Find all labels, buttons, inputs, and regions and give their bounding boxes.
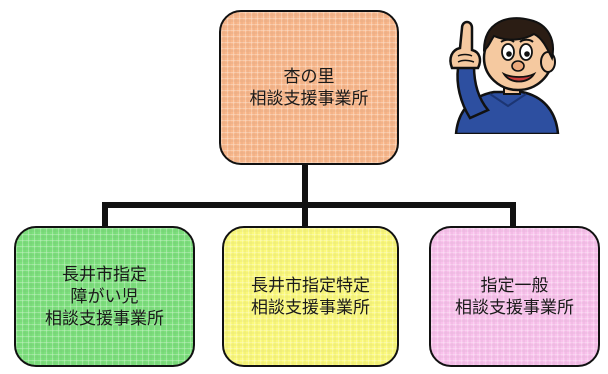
node-top-line-2: 相談支援事業所 — [249, 88, 369, 109]
node-middle-label: 長井市指定特定 相談支援事業所 — [245, 275, 376, 319]
connector-horizontal-bar — [102, 202, 516, 208]
node-left-line-3: 相談支援事業所 — [45, 308, 164, 329]
node-top-label: 杏の里 相談支援事業所 — [244, 66, 375, 110]
node-right-line-2: 相談支援事業所 — [455, 297, 574, 318]
node-left-label: 長井市指定 障がい児 相談支援事業所 — [39, 264, 170, 330]
node-right-line-1: 指定一般 — [480, 275, 549, 296]
node-left-line-1: 長井市指定 — [62, 264, 147, 285]
node-right-label: 指定一般 相談支援事業所 — [449, 275, 580, 319]
node-right-general-support: 指定一般 相談支援事業所 — [429, 226, 600, 367]
node-left-line-2: 障がい児 — [70, 286, 139, 307]
connector-drop-left — [102, 202, 108, 227]
boy-pointing-up-icon — [449, 17, 560, 134]
node-middle-specified-support: 長井市指定特定 相談支援事業所 — [222, 226, 399, 367]
node-middle-line-1: 長井市指定特定 — [251, 275, 370, 296]
connector-stem — [302, 165, 308, 207]
node-top-line-1: 杏の里 — [283, 66, 335, 87]
node-middle-line-2: 相談支援事業所 — [251, 297, 370, 318]
node-top-anzu-no-sato: 杏の里 相談支援事業所 — [219, 10, 399, 165]
connector-drop-right — [510, 202, 516, 227]
node-left-child-support: 長井市指定 障がい児 相談支援事業所 — [14, 226, 195, 367]
connector-drop-middle — [302, 202, 308, 227]
